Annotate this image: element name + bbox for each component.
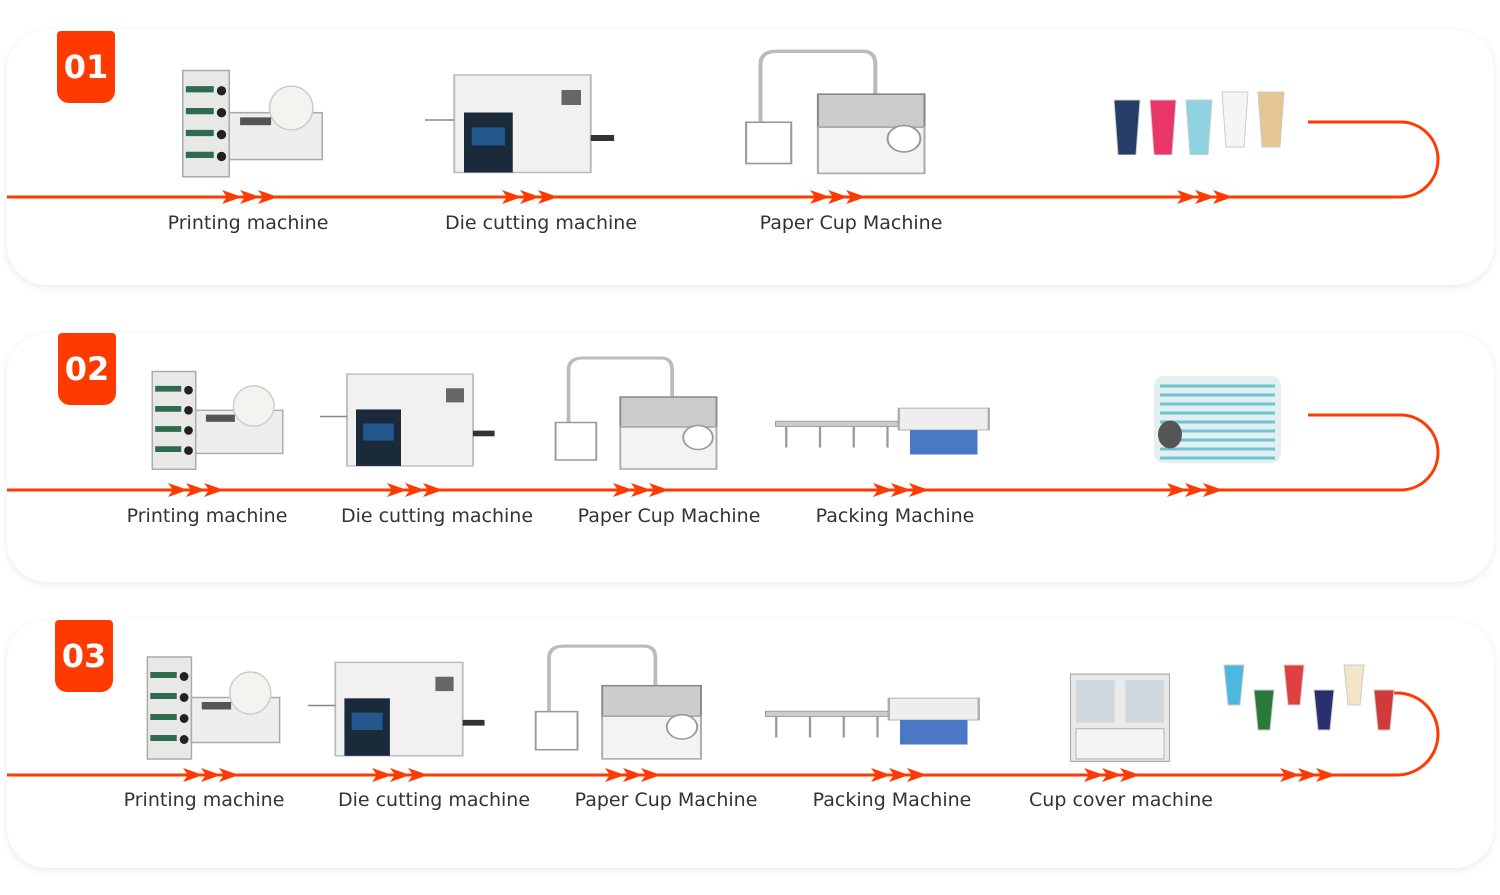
cups-with-lids-image bbox=[1220, 660, 1400, 749]
paper-cup-machine-image bbox=[550, 355, 735, 479]
flow-path bbox=[7, 691, 1440, 777]
flow-arrow-icon bbox=[168, 483, 224, 497]
flow-arrow-icon bbox=[387, 483, 443, 497]
flow-arrow-icon bbox=[1177, 190, 1233, 204]
die-cutting-machine-image bbox=[320, 360, 500, 477]
step-label: Paper Cup Machine bbox=[577, 505, 761, 527]
step-label: Printing machine bbox=[126, 505, 288, 527]
flow-arrow-icon bbox=[605, 768, 661, 782]
packing-machine-image bbox=[773, 395, 1000, 469]
flow-path bbox=[7, 413, 1440, 492]
flow-path bbox=[7, 120, 1440, 199]
printing-machine-image bbox=[145, 360, 290, 479]
flow-arrow-icon bbox=[1167, 483, 1223, 497]
flow-arrow-icon bbox=[810, 190, 866, 204]
step-number-badge: 01 bbox=[57, 31, 115, 103]
step-label: Packing Machine bbox=[815, 505, 975, 527]
die-cutting-machine-image bbox=[308, 648, 490, 767]
step-label: Die cutting machine bbox=[337, 789, 531, 811]
step-label: Die cutting machine bbox=[340, 505, 534, 527]
flow-arrow-icon bbox=[502, 190, 558, 204]
step-label: Printing machine bbox=[167, 212, 329, 234]
step-label: Cup cover machine bbox=[1029, 789, 1213, 811]
paper-cup-machine-image bbox=[740, 48, 945, 184]
paper-cup-machine-image bbox=[530, 643, 720, 769]
step-label: Die cutting machine bbox=[444, 212, 638, 234]
step-label: Paper Cup Machine bbox=[574, 789, 758, 811]
step-label: Paper Cup Machine bbox=[759, 212, 943, 234]
flow-arrow-icon bbox=[873, 483, 929, 497]
flow-arrow-icon bbox=[222, 190, 278, 204]
packed-cups-image bbox=[1150, 372, 1285, 471]
flow-arrow-icon bbox=[372, 768, 428, 782]
paper-cups-image bbox=[1110, 90, 1290, 159]
step-number-badge: 02 bbox=[58, 333, 116, 405]
packing-machine-image bbox=[763, 685, 990, 759]
process-panel-03 bbox=[7, 620, 1494, 868]
flow-arrow-icon bbox=[1280, 768, 1336, 782]
step-label: Packing Machine bbox=[812, 789, 972, 811]
step-number-badge: 03 bbox=[55, 620, 113, 692]
flow-arrow-icon bbox=[1084, 768, 1140, 782]
flow-arrow-icon bbox=[183, 768, 239, 782]
cup-cover-machine-image bbox=[1065, 668, 1175, 769]
step-label: Printing machine bbox=[123, 789, 285, 811]
flow-arrow-icon bbox=[613, 483, 669, 497]
printing-machine-image bbox=[175, 58, 330, 187]
flow-arrow-icon bbox=[871, 768, 927, 782]
die-cutting-machine-image bbox=[425, 60, 620, 184]
printing-machine-image bbox=[140, 645, 287, 769]
